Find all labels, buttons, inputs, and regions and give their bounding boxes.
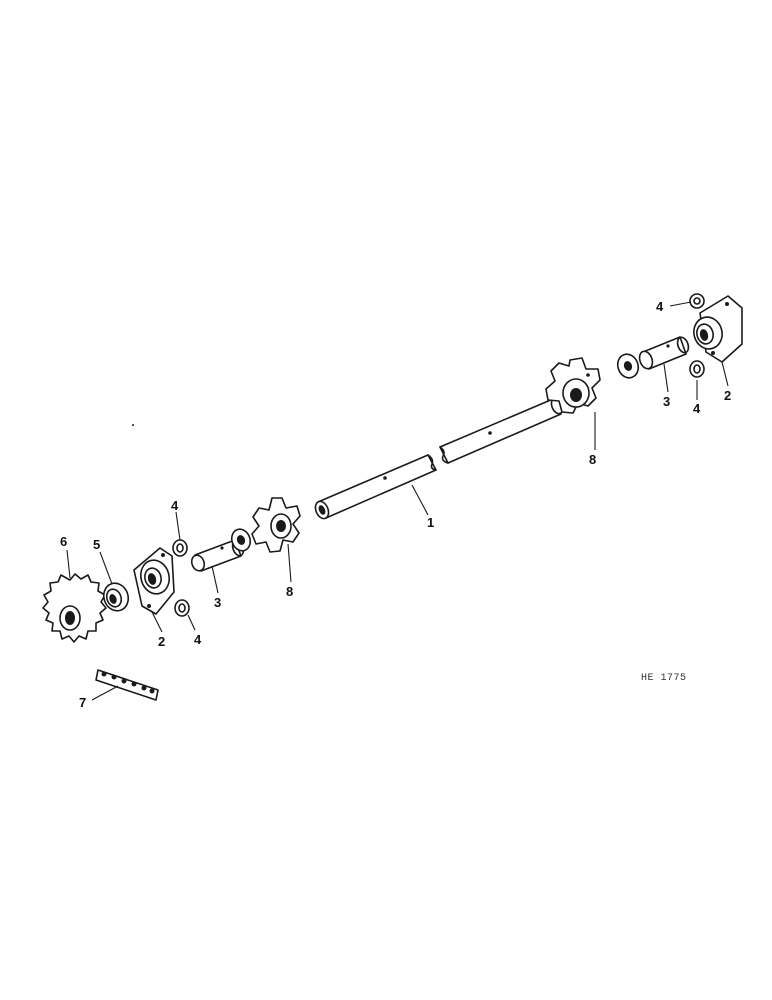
callout-star-sprocket-left: 8: [286, 584, 293, 599]
callout-collar: 5: [93, 537, 100, 552]
bearing-housing-left: [133, 547, 175, 615]
callout-sleeve-left: 3: [214, 595, 221, 610]
callout-sleeve-right: 3: [663, 394, 670, 409]
callout-bushing-right-bottom: 4: [693, 401, 701, 416]
callout-bushing-left-bottom: 4: [194, 632, 202, 647]
washer-right: [616, 353, 640, 379]
star-sprocket-right: [545, 357, 601, 414]
bushing-left-bottom: [174, 599, 190, 617]
bearing-housing-right: [693, 295, 743, 363]
star-sprocket-left: [251, 497, 301, 553]
drawing-reference-code: HE 1775: [641, 673, 687, 684]
roller-chain: [95, 669, 159, 701]
callout-bearing-left: 2: [158, 634, 165, 649]
washer-left: [230, 528, 252, 552]
callout-star-sprocket-right: 8: [589, 452, 596, 467]
callout-drive-sprocket: 6: [60, 534, 67, 549]
leader-lines: [66, 301, 729, 701]
sleeve-left: [190, 539, 245, 572]
drive-sprocket: [42, 573, 107, 643]
bushing-right-top: [689, 293, 705, 309]
callout-bushing-left-top: 4: [171, 498, 179, 513]
shaft: [314, 397, 564, 520]
callout-shaft: 1: [427, 515, 434, 530]
bushing-left-top: [172, 539, 188, 557]
bushing-right-bottom: [689, 360, 705, 378]
sleeve-right: [638, 336, 690, 370]
callout-bushing-right-top: 4: [656, 299, 664, 314]
callout-bearing-right: 2: [724, 388, 731, 403]
collar: [102, 582, 130, 612]
callout-chain: 7: [79, 695, 86, 710]
